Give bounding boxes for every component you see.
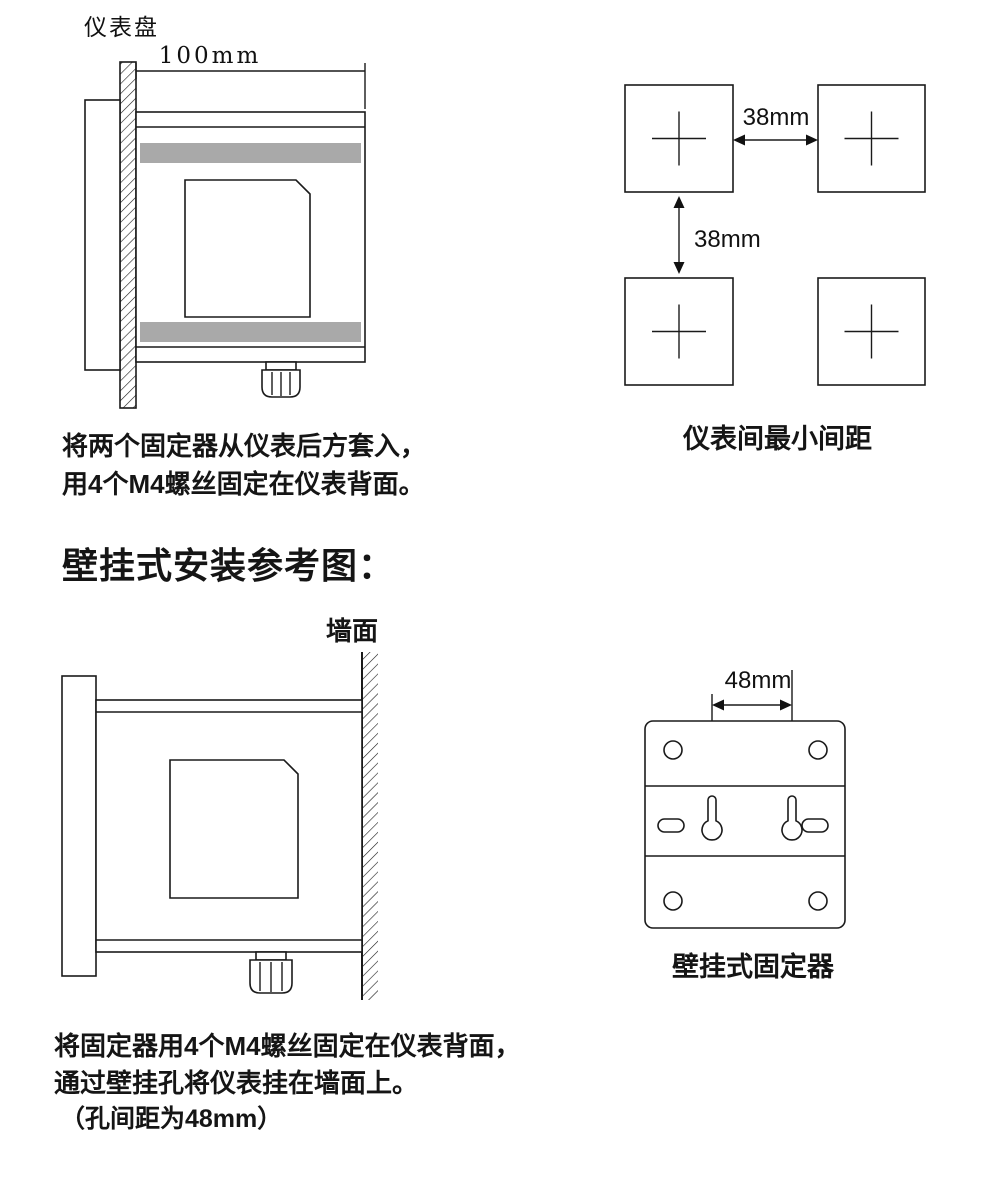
panel-mount-note-line1: 将两个固定器从仪表后方套入， — [62, 431, 427, 461]
vertical-spacing-label: 38mm — [694, 226, 761, 253]
instrument-square-top-left — [624, 84, 734, 193]
screw-hole — [663, 891, 683, 911]
wall-mount-side-view-figure — [61, 652, 378, 1000]
display-window — [169, 759, 299, 899]
cable-gland — [249, 951, 293, 994]
wall-fixer-figure: 48mm — [644, 667, 846, 929]
wall-label: 墙面 — [326, 616, 379, 646]
side-slot — [657, 818, 685, 833]
panel-label: 仪表盘 — [84, 15, 159, 41]
fixer-plate — [644, 720, 846, 929]
spacing-diagram-figure: 38mm 38mm — [624, 84, 926, 386]
front-bezel — [84, 99, 121, 371]
panel-mount-note-line2: 用4个M4螺丝固定在仪表背面。 — [62, 469, 425, 499]
screw-hole — [808, 891, 828, 911]
wall-mount-note-line3: （孔间距为48mm） — [60, 1105, 283, 1133]
wall-hatched — [361, 652, 378, 1000]
vertical-spacing-arrow — [673, 196, 685, 274]
screw-hole — [808, 740, 828, 760]
width-dimension-label: 100mm — [159, 43, 262, 69]
display-window — [184, 179, 311, 318]
wall-fixer-caption: 壁挂式固定器 — [672, 952, 834, 982]
keyhole-slot — [701, 795, 723, 841]
horizontal-spacing-label: 38mm — [743, 104, 810, 131]
horizontal-spacing-arrow — [733, 134, 818, 146]
spacing-caption: 仪表间最小间距 — [683, 424, 872, 454]
instrument-square-top-right — [817, 84, 926, 193]
wall-mount-note-line2: 通过壁挂孔将仪表挂在墙面上。 — [54, 1068, 419, 1098]
instrument-panel-hatched — [119, 61, 137, 409]
front-bezel — [61, 675, 97, 977]
instrument-square-bottom-right — [817, 277, 926, 386]
keyhole-slot — [781, 795, 803, 841]
instrument-square-bottom-left — [624, 277, 734, 386]
width-dimension-line — [135, 63, 366, 109]
screw-hole — [663, 740, 683, 760]
wall-mount-section-heading: 壁挂式安装参考图： — [62, 545, 396, 586]
fixer-clamp-top — [140, 143, 361, 163]
panel-mount-side-view-figure: 100mm — [84, 43, 366, 409]
hole-spacing-label: 48mm — [725, 667, 792, 694]
side-slot — [801, 818, 829, 833]
cable-gland — [261, 361, 301, 398]
wall-mount-note-line1: 将固定器用4个M4螺丝固定在仪表背面， — [54, 1031, 521, 1061]
fixer-clamp-bottom — [140, 322, 361, 342]
